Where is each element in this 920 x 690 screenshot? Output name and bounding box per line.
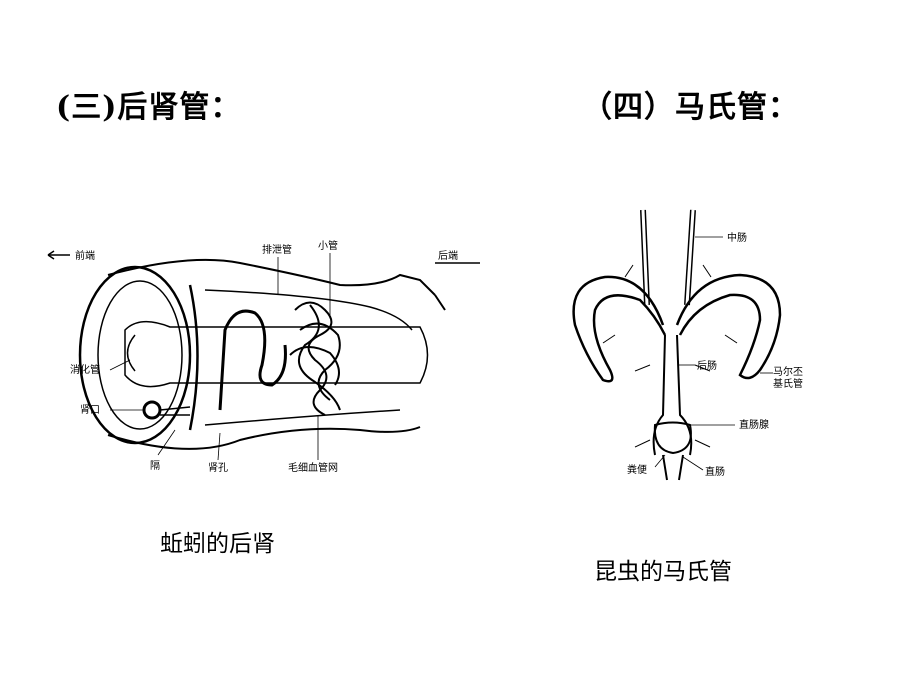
label-excretory-tube: 排泄管	[262, 243, 292, 256]
label-nephridiopore: 肾口	[80, 404, 100, 416]
label-malpighian-1: 马尔丕	[773, 365, 803, 378]
label-rectal-gland: 直肠腺	[739, 418, 769, 431]
caption-earthworm: 蚯蚓的后肾	[160, 531, 275, 557]
label-rectum: 直肠	[705, 465, 725, 478]
front-section	[78, 265, 192, 445]
septum-wall	[188, 284, 199, 431]
heading-metanephridia: (三)后肾管：	[56, 90, 242, 125]
label-kidney-pore: 肾孔	[208, 462, 228, 474]
caption-insect: 昆虫的马氏管	[594, 559, 732, 585]
earthworm-metanephridium-diagram: 前端 后端 排泄管 小管 消化管 肾口 隔 肾孔 毛细血管网	[47, 239, 480, 474]
rectum	[653, 421, 692, 455]
label-hindgut: 后肠	[697, 360, 717, 372]
heading-malpighian-tubules: （四）马氏管：	[582, 90, 799, 125]
body-wall-outer-bottom	[107, 426, 421, 450]
capillary-net	[289, 301, 341, 416]
excretory-tube-coil	[218, 309, 287, 411]
malpighian-tubule-right	[675, 273, 782, 380]
hindgut	[652, 334, 693, 456]
label-feces: 粪便	[627, 463, 647, 476]
label-capillary-net: 毛细血管网	[288, 461, 338, 474]
malpighian-tubule-left	[572, 275, 667, 383]
label-small-tube: 小管	[318, 239, 338, 252]
nephrostome	[142, 400, 162, 420]
front-section-inner	[97, 280, 183, 430]
label-front: 前端	[75, 249, 95, 262]
label-septum: 隔	[150, 460, 160, 472]
insect-malpighian-diagram: 中肠 后肠 马尔丕 基氏管 直肠腺 粪便 直肠	[572, 209, 803, 481]
label-digestive-tube: 消化管	[70, 363, 100, 376]
body-wall-outer-top	[107, 258, 436, 296]
label-malpighian-2: 基氏管	[773, 377, 803, 390]
label-rear: 后端	[438, 249, 458, 262]
digestive-tube	[124, 321, 429, 388]
label-midgut: 中肠	[727, 231, 747, 244]
